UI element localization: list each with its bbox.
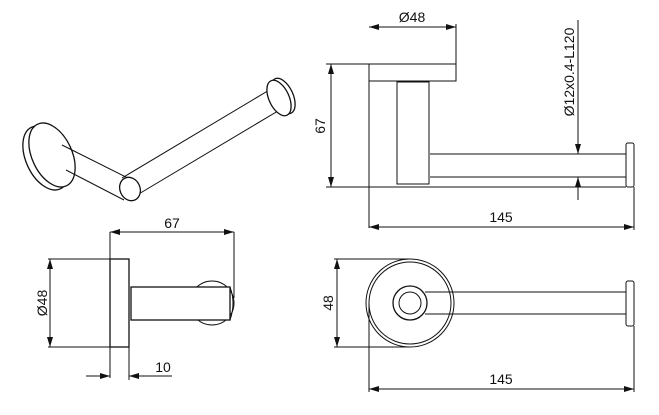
- side-rosette-diameter-label: Ø48: [399, 9, 426, 25]
- rod-spec-label: Ø12x0.4-L120: [561, 27, 577, 116]
- front-height-label: 48: [320, 295, 336, 311]
- side-view: Ø48 67 145 Ø12x0.4-L120: [312, 9, 635, 230]
- side-depth-label: 67: [312, 118, 328, 134]
- isometric-view: [22, 77, 296, 202]
- front-length-label: 145: [489, 371, 513, 387]
- end-view: 67 Ø48 10: [34, 215, 235, 380]
- end-rosette-diameter-label: Ø48: [34, 290, 50, 317]
- side-length-label: 145: [489, 209, 513, 225]
- front-view: 48 145: [320, 258, 635, 392]
- thickness-label: 10: [155, 359, 171, 375]
- end-depth-label: 67: [164, 215, 180, 231]
